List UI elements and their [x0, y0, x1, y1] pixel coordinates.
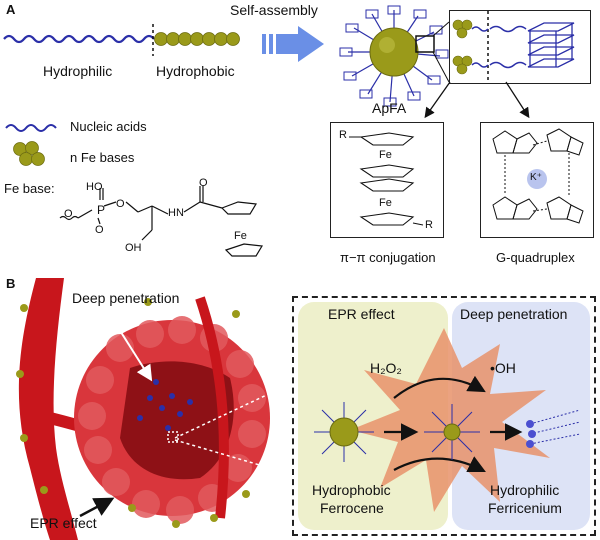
chem-o1: O: [64, 208, 73, 220]
chem-ho: HO: [86, 181, 103, 193]
legend-fe-label: n Fe bases: [70, 150, 135, 165]
chem-o-carbonyl: O: [199, 177, 208, 189]
pi-r1: R: [339, 129, 347, 141]
pi-r2: R: [425, 219, 433, 231]
pi-fe2: Fe: [379, 197, 392, 209]
epr-left-label: EPR effect: [30, 515, 97, 531]
deep-box-label: Deep penetration: [460, 306, 568, 322]
chem-fe: Fe: [234, 230, 247, 242]
fe-bases-icon: [13, 141, 45, 166]
zoom-inset: [449, 10, 591, 84]
apfa-label: ApFA: [372, 100, 407, 116]
panel-b-label: B: [6, 276, 16, 291]
fe-base-structure: [59, 186, 263, 257]
self-assembly-label: Self-assembly: [230, 2, 318, 18]
hydrophilic-label: Hydrophilic: [43, 63, 113, 79]
amphiphile-strand: [3, 24, 240, 56]
hydrophilic-line2: Ferricenium: [488, 500, 562, 516]
epr-box-label: EPR effect: [328, 306, 395, 322]
g-quadruplex-box: K⁺: [480, 122, 594, 238]
pi-caption: π−π conjugation: [340, 250, 436, 265]
self-assembly-arrow-icon: [262, 26, 324, 62]
hydrophobic-line2: Ferrocene: [320, 500, 384, 516]
hydrophilic-line1: Hydrophilic: [490, 482, 560, 498]
pointer-arrows: [424, 81, 530, 119]
chem-o3: O: [116, 198, 125, 210]
hydrophobic-line1: Hydrophobic: [312, 482, 391, 498]
zoom-lines: [432, 21, 450, 83]
nucleic-acid-icon: [5, 124, 57, 132]
pi-pi-box: R Fe Fe R: [330, 122, 444, 238]
chem-o2: O: [95, 224, 104, 236]
h2o2-label: H₂O₂: [370, 360, 402, 376]
gq-caption: G-quadruplex: [496, 250, 575, 265]
chem-oh: OH: [125, 242, 142, 254]
chem-p: P: [97, 203, 106, 217]
deep-penetration-left-label: Deep penetration: [72, 290, 180, 306]
panel-a-label: A: [6, 2, 16, 17]
gq-k-label: K⁺: [530, 172, 542, 183]
legend-nucleic-label: Nucleic acids: [70, 119, 147, 134]
oh-radical-label: •OH: [490, 360, 516, 376]
pi-fe1: Fe: [379, 149, 392, 161]
hydrophobic-label: Hydrophobic: [156, 63, 235, 79]
fe-base-label: Fe base:: [4, 181, 55, 196]
apfa-nanoparticle: [339, 5, 449, 107]
chem-hn: HN: [168, 207, 184, 219]
tumor-illustration: [16, 278, 291, 540]
mechanism-inset: EPR effect Deep penetration H₂O₂ •OH Hyd…: [292, 296, 596, 536]
